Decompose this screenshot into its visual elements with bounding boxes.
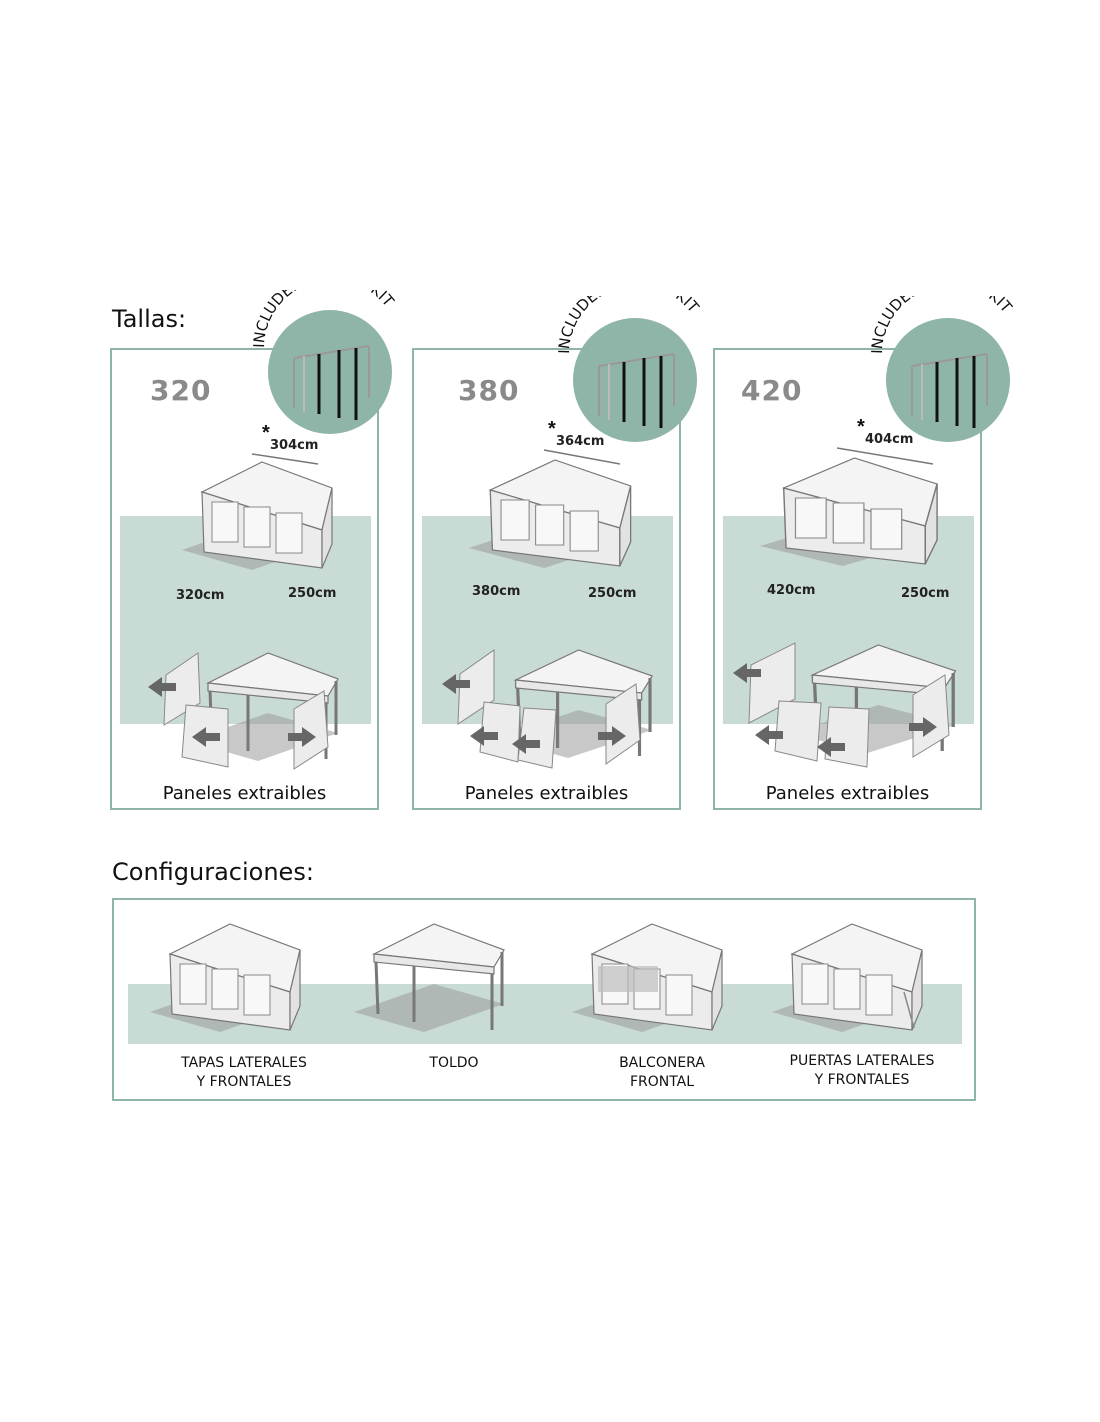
config-line: TOLDO [429,1055,479,1071]
config-line: TAPAS LATERALES [181,1055,307,1071]
awning-closed-illustration [467,449,632,569]
config-side-front-doors-illustration [771,923,923,1033]
config-line: Y FRONTALES [196,1074,292,1090]
config-line: FRONTAL [629,1074,695,1090]
removable-panels-illustration [733,642,958,768]
config-line: BALCONERA [619,1055,705,1071]
top-width-label: 404cm [865,432,914,447]
size-number: 320 [150,374,212,407]
config-canopy-illustration [352,922,506,1034]
config-front-balcony-illustration [571,923,723,1033]
top-width-label: 304cm [270,438,319,453]
sizes-heading: Tallas: [112,305,187,333]
size-number: 380 [458,374,520,407]
config-label-front-balcony: BALCONERA FRONTAL [562,1054,762,1092]
panels-caption: Paneles extraibles [162,783,327,804]
config-line: PUERTAS LATERALES [789,1053,935,1069]
config-side-front-covers-illustration [149,923,301,1033]
config-label-side-front-covers: TAPAS LATERALES Y FRONTALES [144,1054,344,1092]
size-card-420: 420 * 404cm 420cm 250cm Paneles extraibl… [713,348,982,810]
awning-closed-illustration [759,447,938,567]
config-line: Y FRONTALES [814,1072,910,1088]
winter-kit-badge: INCLUDED WINTER KIT [557,296,703,442]
panels-caption: Paneles extraibles [464,783,629,804]
size-number: 420 [741,374,803,407]
configurations-box: TAPAS LATERALES Y FRONTALES TOLDO BALCON… [112,898,976,1101]
removable-panels-illustration [148,651,340,770]
winter-kit-badge: INCLUDED WINTER KIT [252,290,398,434]
front-width-label: 380cm [472,584,521,599]
depth-label: 250cm [901,586,950,601]
winter-kit-badge: INCLUDED WINTER KIT [870,296,1016,442]
removable-panels-illustration [442,648,654,769]
asterisk-icon: * [548,418,556,440]
config-label-side-front-doors: PUERTAS LATERALES Y FRONTALES [762,1052,962,1090]
front-width-label: 420cm [767,583,816,598]
top-width-label: 364cm [556,434,605,449]
depth-label: 250cm [288,586,337,601]
front-width-label: 320cm [176,588,225,603]
asterisk-icon: * [262,422,270,444]
awning-closed-illustration [181,453,333,571]
panels-caption: Paneles extraibles [765,783,930,804]
config-label-canopy: TOLDO [354,1054,554,1073]
configurations-heading: Configuraciones: [112,858,314,886]
depth-label: 250cm [588,586,637,601]
asterisk-icon: * [857,416,865,438]
